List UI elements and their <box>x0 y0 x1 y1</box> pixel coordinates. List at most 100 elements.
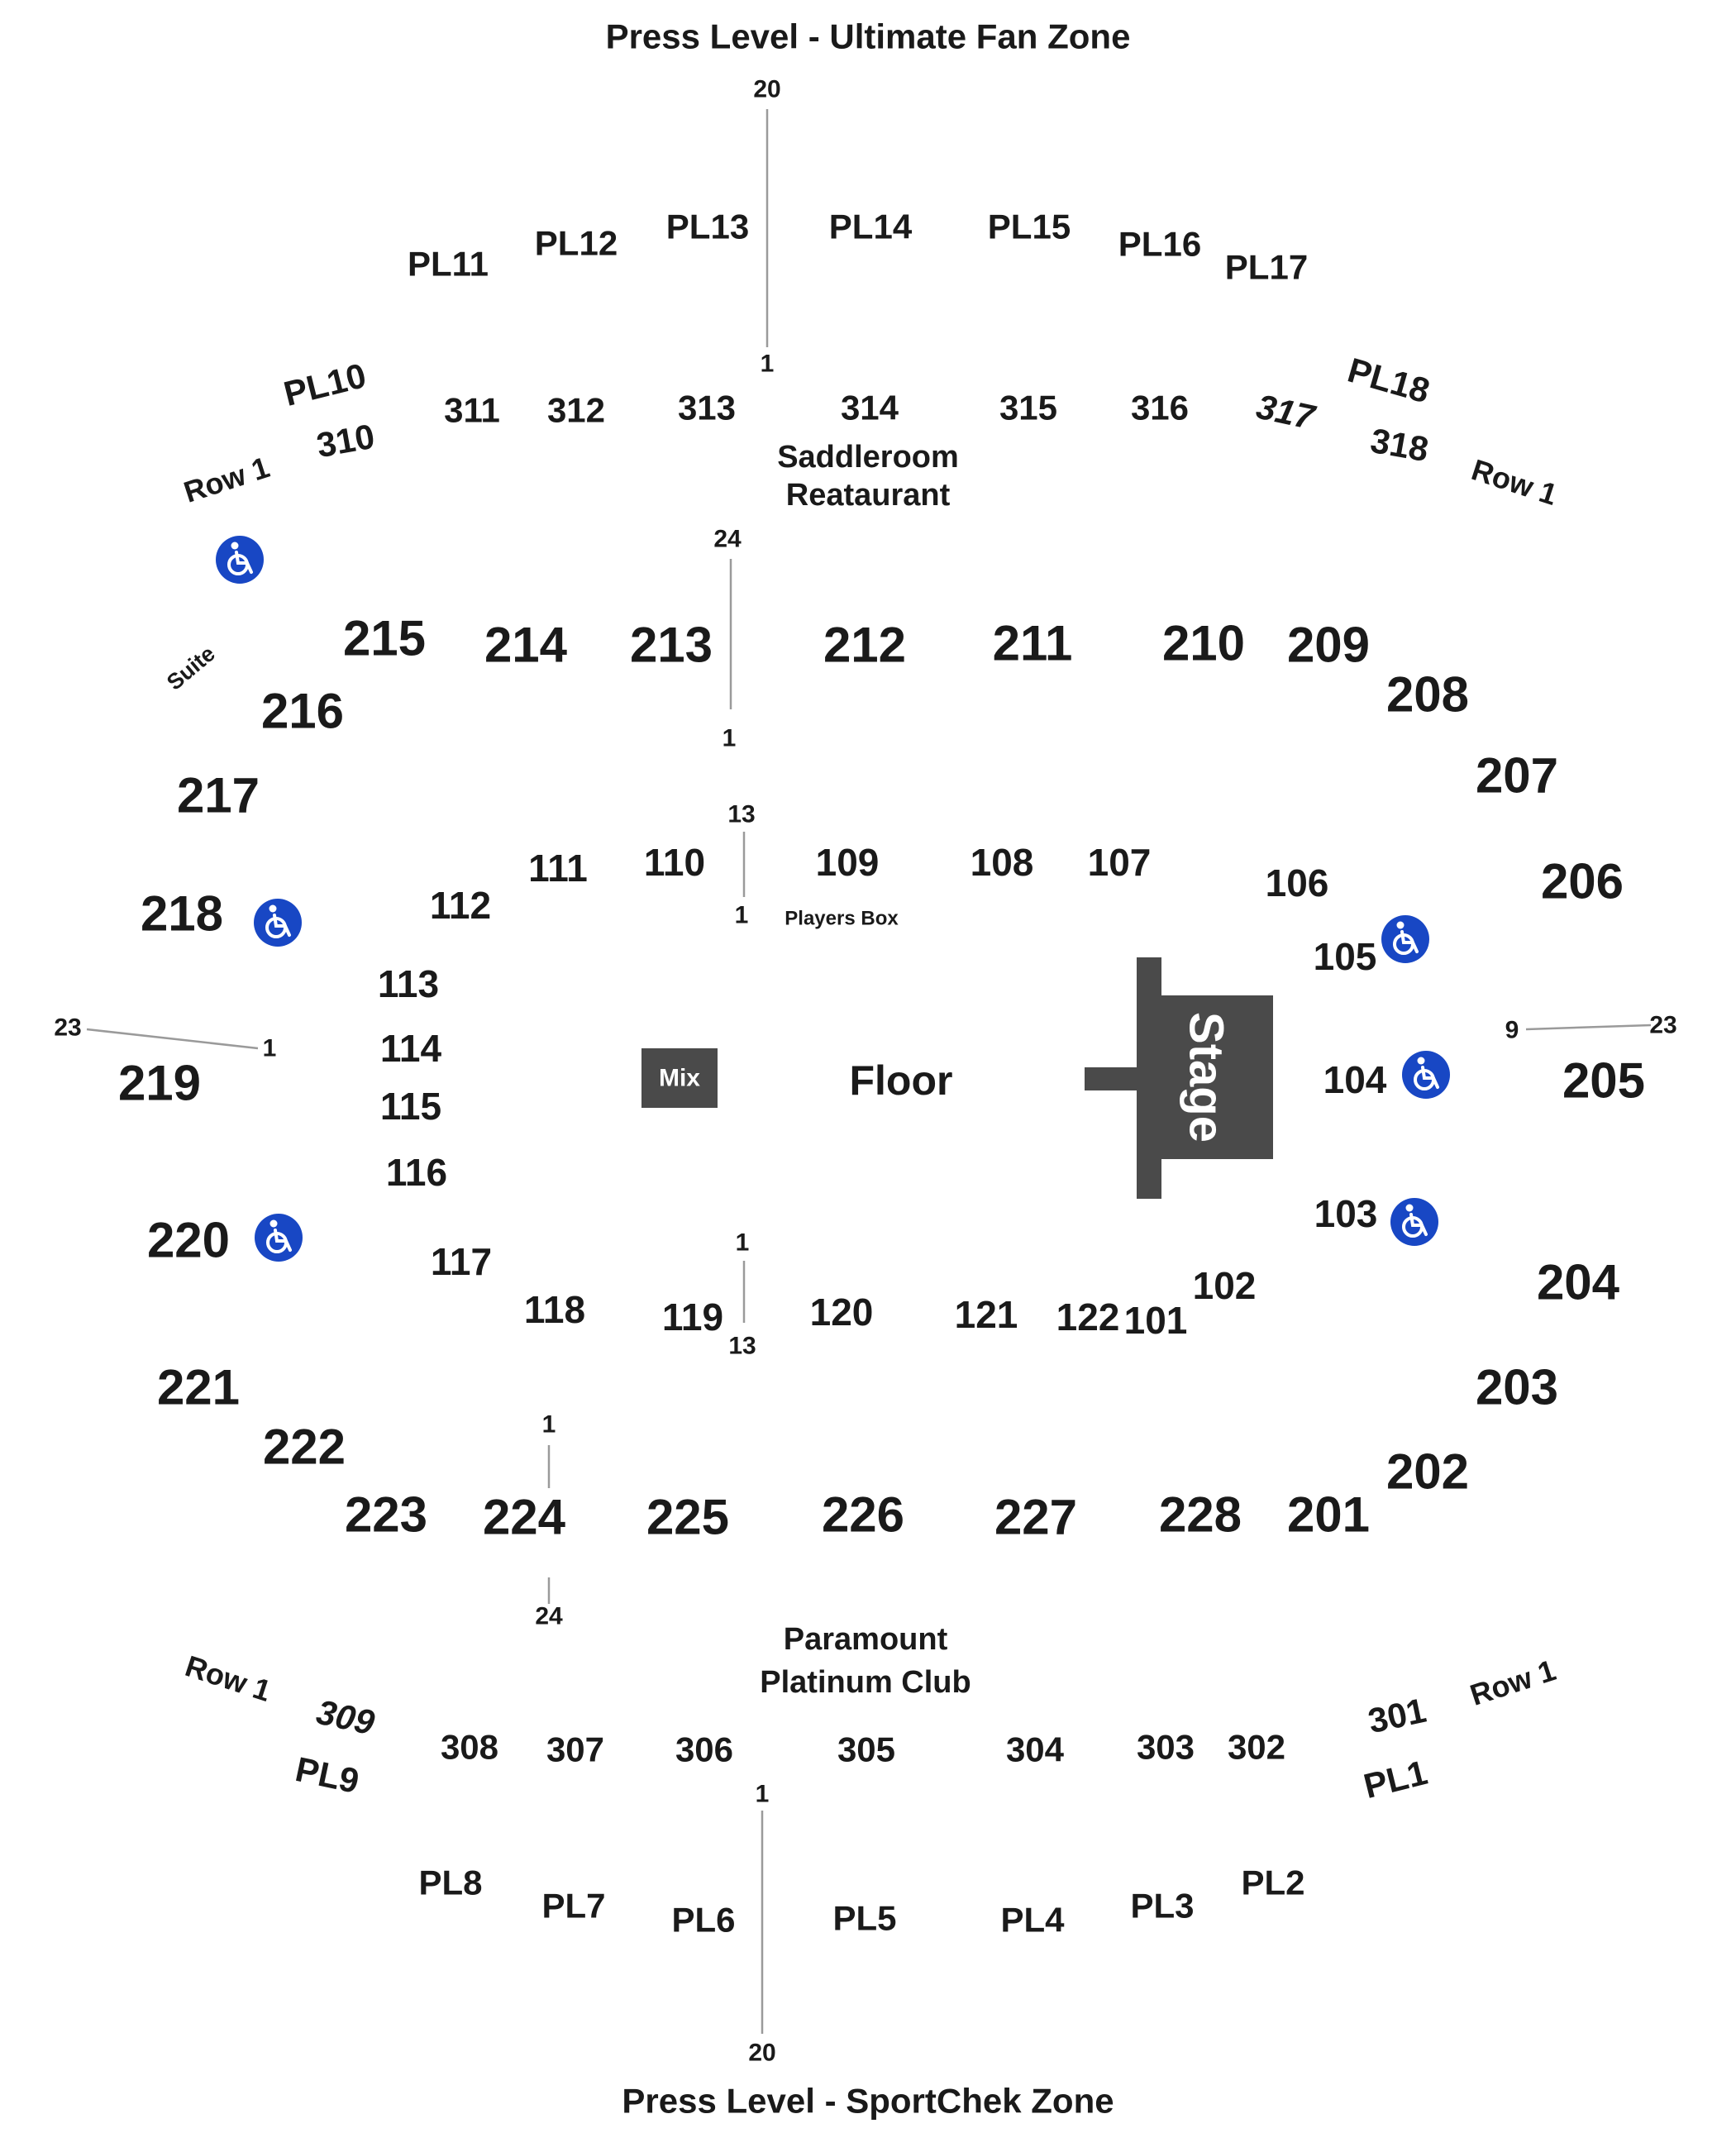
saddleroom-label: Saddleroom <box>777 440 959 475</box>
section-307[interactable]: 307 <box>546 1730 604 1769</box>
section-303[interactable]: 303 <box>1137 1728 1195 1767</box>
section-316[interactable]: 316 <box>1131 389 1189 427</box>
section-121[interactable]: 121 <box>955 1293 1018 1336</box>
mix-booth[interactable] <box>641 1048 718 1108</box>
section-117[interactable]: 117 <box>431 1240 492 1283</box>
section-216[interactable]: 216 <box>261 684 344 739</box>
section-116[interactable]: 116 <box>386 1151 447 1194</box>
section-228[interactable]: 228 <box>1159 1487 1242 1543</box>
section-210[interactable]: 210 <box>1162 616 1245 671</box>
section-107[interactable]: 107 <box>1088 841 1152 884</box>
section-317[interactable]: 317 <box>1253 387 1319 437</box>
section-209[interactable]: 209 <box>1287 618 1370 673</box>
row-marker: 1 <box>735 902 749 929</box>
section-220[interactable]: 220 <box>147 1213 230 1268</box>
section-PL7[interactable]: PL7 <box>541 1887 605 1925</box>
section-219[interactable]: 219 <box>118 1056 201 1111</box>
section-207[interactable]: 207 <box>1476 748 1558 804</box>
section-304[interactable]: 304 <box>1006 1730 1065 1769</box>
section-PL4[interactable]: PL4 <box>1000 1901 1065 1940</box>
section-222[interactable]: 222 <box>263 1420 346 1475</box>
section-106[interactable]: 106 <box>1266 861 1329 904</box>
section-313[interactable]: 313 <box>678 389 736 427</box>
stage-label: Stage <box>1180 1012 1233 1143</box>
section-315[interactable]: 315 <box>999 389 1057 427</box>
section-310[interactable]: 310 <box>313 417 377 465</box>
section-308[interactable]: 308 <box>441 1728 498 1767</box>
row-marker: 24 <box>535 1603 563 1630</box>
section-114[interactable]: 114 <box>380 1027 442 1070</box>
section-118[interactable]: 118 <box>524 1288 585 1331</box>
section-206[interactable]: 206 <box>1541 854 1624 909</box>
section-302[interactable]: 302 <box>1228 1728 1285 1767</box>
section-PL11[interactable]: PL11 <box>408 245 489 284</box>
section-202[interactable]: 202 <box>1386 1444 1469 1500</box>
section-PL9[interactable]: PL9 <box>292 1749 362 1801</box>
section-311[interactable]: 311 <box>444 391 500 430</box>
section-PL18[interactable]: PL18 <box>1343 351 1433 411</box>
section-109[interactable]: 109 <box>816 841 880 884</box>
section-PL1[interactable]: PL1 <box>1360 1753 1431 1806</box>
section-212[interactable]: 212 <box>823 618 906 673</box>
section-318[interactable]: 318 <box>1367 421 1431 469</box>
section-205[interactable]: 205 <box>1562 1053 1645 1109</box>
section-PL14[interactable]: PL14 <box>829 208 913 246</box>
section-312[interactable]: 312 <box>547 391 605 430</box>
suite-label: Suite <box>162 641 220 694</box>
section-213[interactable]: 213 <box>630 618 713 673</box>
section-PL16[interactable]: PL16 <box>1118 225 1201 264</box>
section-110[interactable]: 110 <box>644 841 705 884</box>
section-PL3[interactable]: PL3 <box>1130 1887 1194 1925</box>
section-115[interactable]: 115 <box>380 1085 441 1128</box>
section-208[interactable]: 208 <box>1386 667 1469 723</box>
section-223[interactable]: 223 <box>345 1487 427 1543</box>
section-PL15[interactable]: PL15 <box>988 208 1071 246</box>
row-marker: 23 <box>54 1014 81 1042</box>
section-101[interactable]: 101 <box>1124 1299 1188 1342</box>
section-PL13[interactable]: PL13 <box>666 208 749 246</box>
section-PL2[interactable]: PL2 <box>1241 1863 1304 1902</box>
section-104[interactable]: 104 <box>1323 1058 1387 1101</box>
section-201[interactable]: 201 <box>1287 1487 1370 1543</box>
stage[interactable] <box>1085 957 1273 1199</box>
section-PL10[interactable]: PL10 <box>280 356 370 413</box>
section-120[interactable]: 120 <box>810 1291 874 1334</box>
section-217[interactable]: 217 <box>177 768 260 823</box>
section-218[interactable]: 218 <box>141 886 223 942</box>
section-226[interactable]: 226 <box>822 1487 904 1543</box>
section-203[interactable]: 203 <box>1476 1360 1558 1415</box>
section-102[interactable]: 102 <box>1193 1264 1257 1307</box>
section-112[interactable]: 112 <box>430 884 491 927</box>
section-PL17[interactable]: PL17 <box>1225 248 1308 287</box>
section-221[interactable]: 221 <box>157 1360 240 1415</box>
floor-label[interactable]: Floor <box>850 1057 953 1104</box>
section-204[interactable]: 204 <box>1537 1255 1620 1310</box>
section-214[interactable]: 214 <box>484 618 568 673</box>
section-306[interactable]: 306 <box>675 1730 733 1769</box>
section-314[interactable]: 314 <box>841 389 899 427</box>
section-122[interactable]: 122 <box>1056 1296 1120 1338</box>
section-108[interactable]: 108 <box>971 841 1034 884</box>
section-215[interactable]: 215 <box>343 611 426 666</box>
section-111[interactable]: 111 <box>528 847 588 890</box>
section-113[interactable]: 113 <box>378 962 439 1005</box>
wheelchair-icon <box>254 899 302 947</box>
mix-label: Mix <box>659 1065 700 1092</box>
section-224[interactable]: 224 <box>483 1490 566 1545</box>
section-PL8[interactable]: PL8 <box>418 1863 482 1902</box>
wheelchair-icon <box>1402 1051 1450 1099</box>
section-PL12[interactable]: PL12 <box>535 224 618 263</box>
section-211[interactable]: 211 <box>993 616 1073 671</box>
section-305[interactable]: 305 <box>837 1730 895 1769</box>
section-PL6[interactable]: PL6 <box>671 1901 735 1940</box>
section-225[interactable]: 225 <box>646 1490 729 1545</box>
section-PL5[interactable]: PL5 <box>832 1899 896 1938</box>
section-301[interactable]: 301 <box>1365 1691 1429 1741</box>
row-marker: 1 <box>263 1035 277 1062</box>
section-227[interactable]: 227 <box>994 1490 1077 1545</box>
section-103[interactable]: 103 <box>1314 1192 1378 1235</box>
section-105[interactable]: 105 <box>1314 935 1377 978</box>
row-marker: 23 <box>1649 1012 1676 1039</box>
section-119[interactable]: 119 <box>662 1296 723 1338</box>
section-309[interactable]: 309 <box>313 1692 379 1743</box>
